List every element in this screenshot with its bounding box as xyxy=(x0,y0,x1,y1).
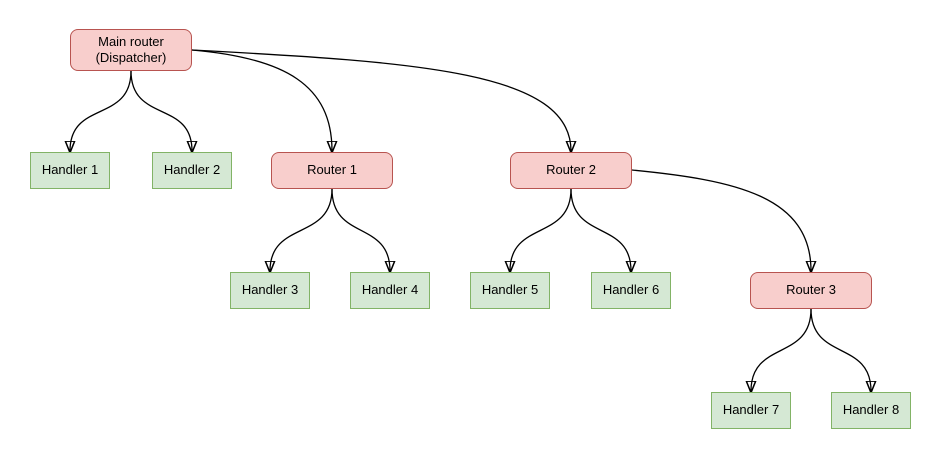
node-handler-6-label: Handler 6 xyxy=(602,282,660,298)
edge-main-router-to-router-1 xyxy=(191,49,332,151)
node-handler-4-label: Handler 4 xyxy=(361,282,419,298)
edge-router-1-to-handler-3 xyxy=(270,188,333,271)
node-handler-1: Handler 1 xyxy=(30,152,110,189)
node-router-2-label: Router 2 xyxy=(546,162,596,178)
node-handler-7: Handler 7 xyxy=(711,392,791,429)
node-handler-8-label: Handler 8 xyxy=(842,402,900,418)
node-main-router-line2: (Dispatcher) xyxy=(95,50,167,65)
node-router-3: Router 3 xyxy=(750,272,872,309)
edge-router-2-to-handler-5 xyxy=(510,188,572,271)
node-router-1-label: Router 1 xyxy=(307,162,357,178)
edge-main-router-to-handler-1 xyxy=(70,70,132,151)
node-handler-7-label: Handler 7 xyxy=(722,402,780,418)
node-main-router: Main router (Dispatcher) xyxy=(70,29,192,71)
node-handler-1-label: Handler 1 xyxy=(41,162,99,178)
node-handler-3: Handler 3 xyxy=(230,272,310,309)
edge-router-2-to-handler-6 xyxy=(570,188,631,271)
edge-router-3-to-handler-8 xyxy=(810,308,871,391)
node-handler-2-label: Handler 2 xyxy=(163,162,221,178)
node-router-1: Router 1 xyxy=(271,152,393,189)
edge-main-router-to-handler-2 xyxy=(130,70,192,151)
node-handler-2: Handler 2 xyxy=(152,152,232,189)
edge-main-router-to-router-2 xyxy=(191,49,571,151)
node-handler-3-label: Handler 3 xyxy=(241,282,299,298)
node-router-3-label: Router 3 xyxy=(786,282,836,298)
node-handler-4: Handler 4 xyxy=(350,272,430,309)
edge-router-1-to-handler-4 xyxy=(331,188,390,271)
edge-router-2-to-router-3 xyxy=(631,169,811,271)
node-handler-6: Handler 6 xyxy=(591,272,671,309)
node-main-router-label: Main router (Dispatcher) xyxy=(96,34,167,67)
node-handler-5-label: Handler 5 xyxy=(481,282,539,298)
edge-router-3-to-handler-7 xyxy=(751,308,812,391)
node-router-2: Router 2 xyxy=(510,152,632,189)
node-handler-8: Handler 8 xyxy=(831,392,911,429)
node-handler-5: Handler 5 xyxy=(470,272,550,309)
node-main-router-line1: Main router xyxy=(98,33,164,49)
